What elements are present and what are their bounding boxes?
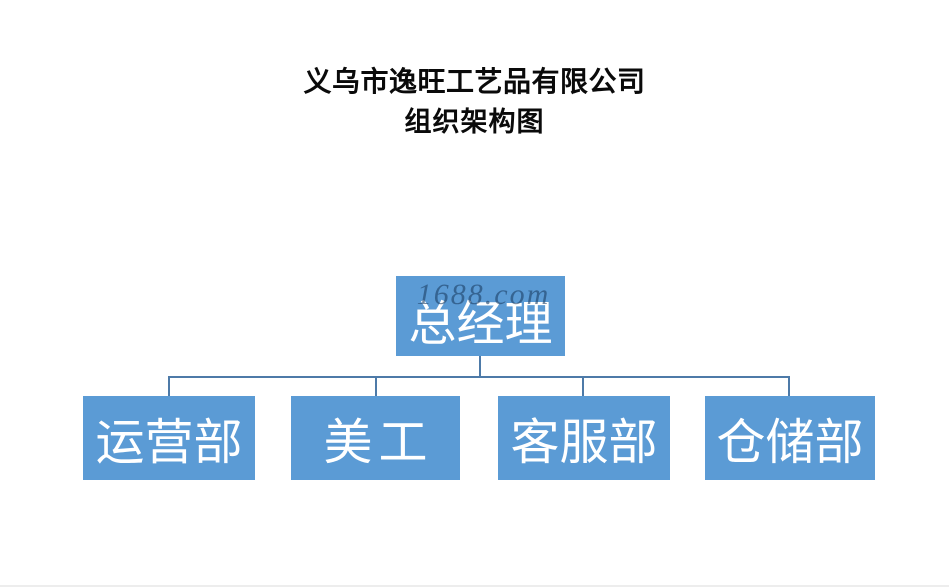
page-title: 义乌市逸旺工艺品有限公司 组织架构图 [0,62,949,142]
node-warehouse-dept: 仓储部 [705,396,875,480]
node-operations-dept: 运营部 [83,396,255,480]
connector-drop-customer-service [582,377,584,396]
connector-drop-art-design [375,377,377,396]
node-art-design-dept-label: 美工 [323,414,434,470]
node-art-design-dept: 美工 [291,396,460,480]
node-general-manager-label: 总经理 [408,298,553,351]
connector-drop-warehouse [788,377,790,396]
company-name-title: 义乌市逸旺工艺品有限公司 [303,66,646,97]
node-operations-dept-label: 运营部 [95,414,243,470]
node-customer-service-dept-label: 客服部 [510,414,658,470]
connector-drop-operations [168,377,170,396]
node-customer-service-dept: 客服部 [498,396,670,480]
connector-root-riser [479,356,481,377]
window-bottom-edge [0,585,949,587]
node-warehouse-dept-label: 仓储部 [716,414,864,470]
chart-subtitle: 组织架构图 [404,107,545,137]
node-general-manager: 总经理 [396,276,565,356]
connector-horizontal [168,376,790,378]
